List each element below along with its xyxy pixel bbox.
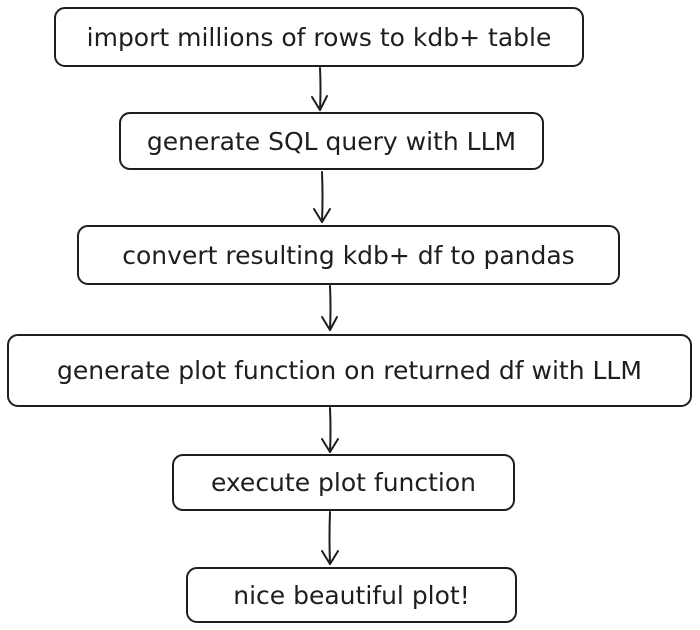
step-label: import millions of rows to kdb+ table xyxy=(86,22,552,52)
step-label: generate plot function on returned df wi… xyxy=(57,356,642,385)
step-import-rows: import millions of rows to kdb+ table xyxy=(54,7,584,67)
step-label: generate SQL query with LLM xyxy=(146,126,517,156)
arrow-step2-to-step3 xyxy=(313,171,331,223)
step-execute-plot: execute plot function xyxy=(172,454,515,511)
arrow-step4-to-step5 xyxy=(321,407,339,453)
step-convert-to-pandas: convert resulting kdb+ df to pandas xyxy=(77,225,620,285)
step-label: execute plot function xyxy=(210,468,477,497)
step-label: nice beautiful plot! xyxy=(233,580,470,610)
arrow-step3-to-step4 xyxy=(321,285,338,331)
step-generate-plot-function: generate plot function on returned df wi… xyxy=(7,334,692,407)
arrow-step1-to-step2 xyxy=(311,67,328,111)
step-label: convert resulting kdb+ df to pandas xyxy=(122,240,575,270)
step-final-plot: nice beautiful plot! xyxy=(186,567,517,623)
step-generate-sql: generate SQL query with LLM xyxy=(119,112,544,170)
arrow-step5-to-step6 xyxy=(321,511,339,565)
